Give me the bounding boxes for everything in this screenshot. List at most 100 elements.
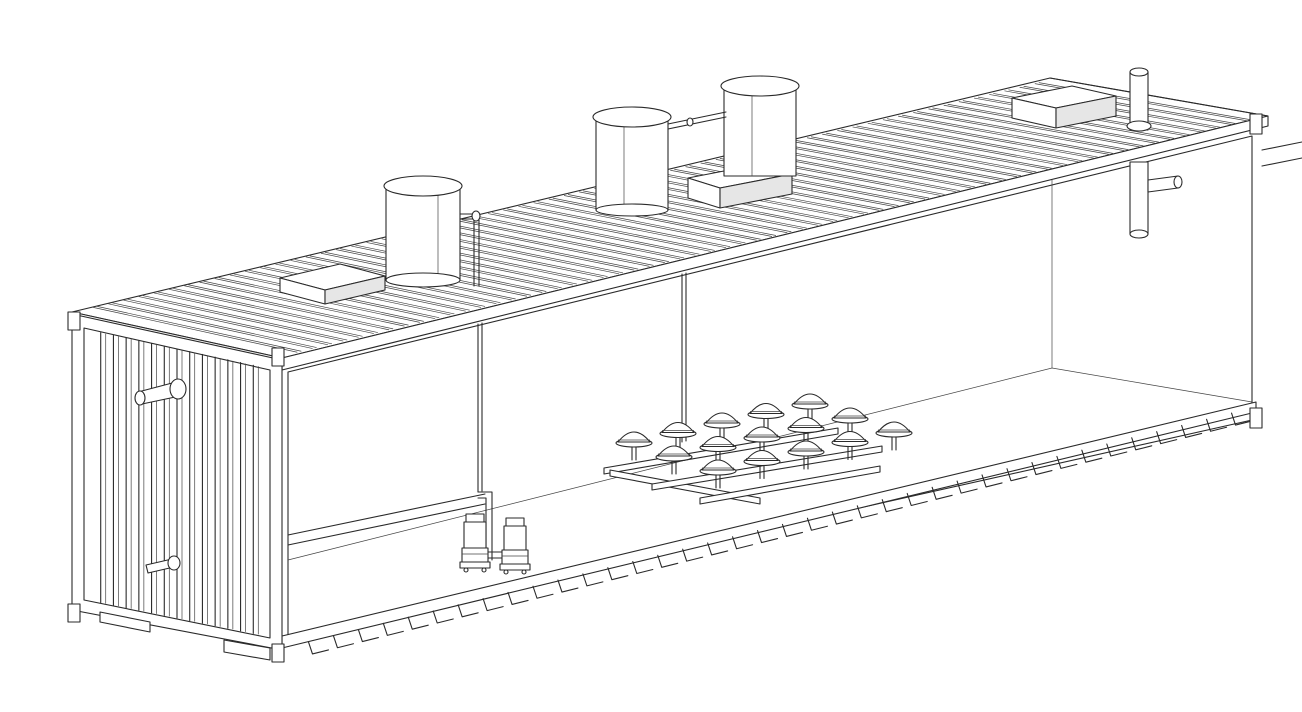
roof-slat xyxy=(123,299,329,346)
roof-slat-edge xyxy=(188,284,394,330)
diffuser-dome xyxy=(655,445,693,475)
roof-slat-edge xyxy=(97,306,302,352)
roof-slat xyxy=(427,227,635,271)
roof-slat-edge xyxy=(810,136,1022,177)
floor-bracket xyxy=(1106,443,1128,457)
tank-2 xyxy=(592,106,672,217)
door-outlet-pipe xyxy=(145,555,181,574)
roof-slat xyxy=(548,198,757,241)
roof-slat xyxy=(913,112,1125,151)
diffuser-dome xyxy=(831,430,869,461)
roof-slat-edge xyxy=(431,226,639,270)
roof-slat-edge xyxy=(780,143,991,184)
roof-slat-edge xyxy=(826,132,1037,173)
roof-slat xyxy=(867,122,1079,163)
tank-3 xyxy=(720,75,800,177)
floor-bracket xyxy=(1006,468,1028,482)
diffuser-dome xyxy=(699,459,737,489)
floor-bracket xyxy=(931,486,953,500)
roof-slat xyxy=(822,133,1033,174)
fork-pocket xyxy=(223,639,271,661)
roof-slat xyxy=(472,216,681,260)
roof-slat-edge xyxy=(841,129,1052,169)
floor-bracket xyxy=(1230,412,1253,426)
floor-bracket xyxy=(856,505,878,519)
floor-bracket xyxy=(582,573,604,587)
floor-bracket xyxy=(906,492,928,507)
corner-casting-bottom-left xyxy=(67,603,81,623)
corner-casting-top-right xyxy=(271,347,285,367)
diffuser-dome xyxy=(615,431,653,461)
roof-slat-edge xyxy=(507,208,715,251)
floor-bracket xyxy=(956,480,978,494)
pump-2 xyxy=(499,517,531,575)
roof-slat-edge xyxy=(446,223,654,266)
corner-casting-far-bottom xyxy=(1249,407,1263,429)
floor-bracket xyxy=(881,499,903,513)
roof-slat xyxy=(442,224,650,267)
roof-slat-edge xyxy=(932,107,1144,147)
roof-slat-edge xyxy=(173,288,378,333)
floor-bracket xyxy=(507,591,529,605)
diffuser-dome xyxy=(875,421,913,451)
floor-bracket xyxy=(457,604,479,618)
roof-slat xyxy=(898,115,1109,155)
roof-slat-edge xyxy=(461,219,669,262)
external-pipe xyxy=(1261,141,1302,167)
roof-slat xyxy=(837,130,1048,170)
roof-slat xyxy=(852,126,1064,166)
floor-bracket xyxy=(407,616,429,630)
tank-pipework xyxy=(459,111,727,287)
floor-bracket xyxy=(831,511,853,525)
roof-slat xyxy=(93,307,298,353)
floor-bracket xyxy=(806,517,828,531)
floor-brackets xyxy=(307,412,1253,655)
corner-casting-far-top xyxy=(1249,113,1263,135)
floor-bracket xyxy=(1056,455,1078,469)
roof-slat-edge xyxy=(856,125,1068,165)
floor-bracket xyxy=(332,635,354,649)
floor-bracket xyxy=(1156,431,1178,445)
floor-bracket xyxy=(1081,449,1103,463)
floor-bracket xyxy=(707,542,729,556)
roof-equipment xyxy=(279,67,1302,305)
roof-slat-edge xyxy=(112,302,317,348)
roof-slat xyxy=(791,141,1002,181)
floor-bracket xyxy=(756,530,779,544)
floor-bracket xyxy=(632,560,654,575)
aeration-diffuser-grid xyxy=(603,393,913,505)
roof-slat xyxy=(518,205,727,249)
diffuser-dome xyxy=(743,449,781,480)
diffuser-dome xyxy=(791,393,829,423)
corner-casting-top-left xyxy=(67,311,81,331)
roof-slat xyxy=(169,289,374,334)
floor-bracket xyxy=(532,585,554,599)
roof-slat xyxy=(776,144,987,185)
pump-1 xyxy=(459,513,491,573)
roof-slat-edge xyxy=(795,140,1006,180)
tank-1 xyxy=(383,175,463,288)
diffuser-dome xyxy=(747,402,785,433)
floor-bracket xyxy=(1131,437,1153,451)
floor-bracket xyxy=(657,554,679,568)
diffuser-dome xyxy=(703,412,741,442)
roof-slat-edge xyxy=(157,291,363,337)
side-pipe xyxy=(287,493,486,536)
roof-slat xyxy=(882,119,1094,159)
roof-slat xyxy=(806,137,1018,178)
roof-slat-edge xyxy=(917,111,1129,150)
diffuser-dome xyxy=(787,440,825,470)
roof-slat-edge xyxy=(902,114,1113,154)
diffuser-dome xyxy=(659,421,697,452)
floor-bracket xyxy=(557,579,579,593)
floor-bracket xyxy=(1031,462,1053,476)
floor-bracket xyxy=(682,548,704,562)
floor-bracket xyxy=(1181,424,1203,439)
roof-slat-edge xyxy=(522,204,731,248)
roof-slat-edge xyxy=(765,147,976,188)
floor-bracket xyxy=(482,598,504,612)
roof-slat xyxy=(928,108,1140,148)
floor-bracket xyxy=(981,474,1003,488)
roof-slat-edge xyxy=(491,212,700,255)
